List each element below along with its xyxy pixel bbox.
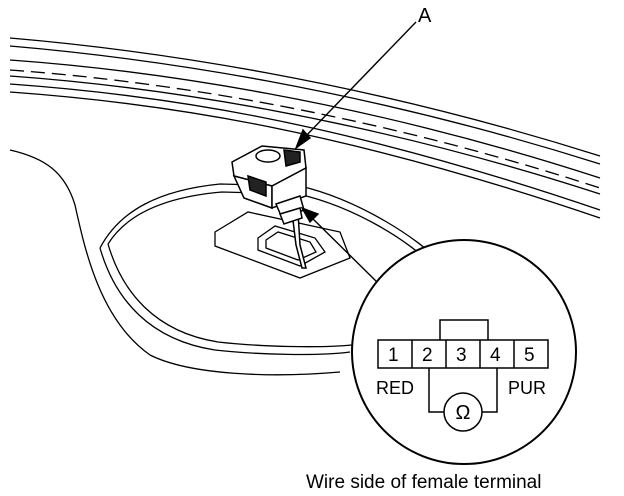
ohm-symbol: Ω <box>456 402 471 424</box>
wire-color-red: RED <box>376 378 414 398</box>
switch-recess <box>214 211 351 279</box>
pin-3-label: 3 <box>456 345 467 366</box>
ohmmeter-leads <box>428 368 498 413</box>
caption: Wire side of female terminal <box>306 472 541 493</box>
wire-color-pur: PUR <box>508 378 546 398</box>
pin-5-label: 5 <box>524 345 535 366</box>
leader-arrows <box>294 21 417 286</box>
connector-face <box>377 319 549 369</box>
pin-1-label: 1 <box>388 345 399 366</box>
vent-strip <box>9 59 601 195</box>
ohmmeter-icon <box>443 392 483 432</box>
switch-assembly <box>231 145 307 269</box>
callout-label-a: A <box>418 5 432 27</box>
pin-4-label: 4 <box>490 345 501 366</box>
pin-2-label: 2 <box>422 345 433 366</box>
